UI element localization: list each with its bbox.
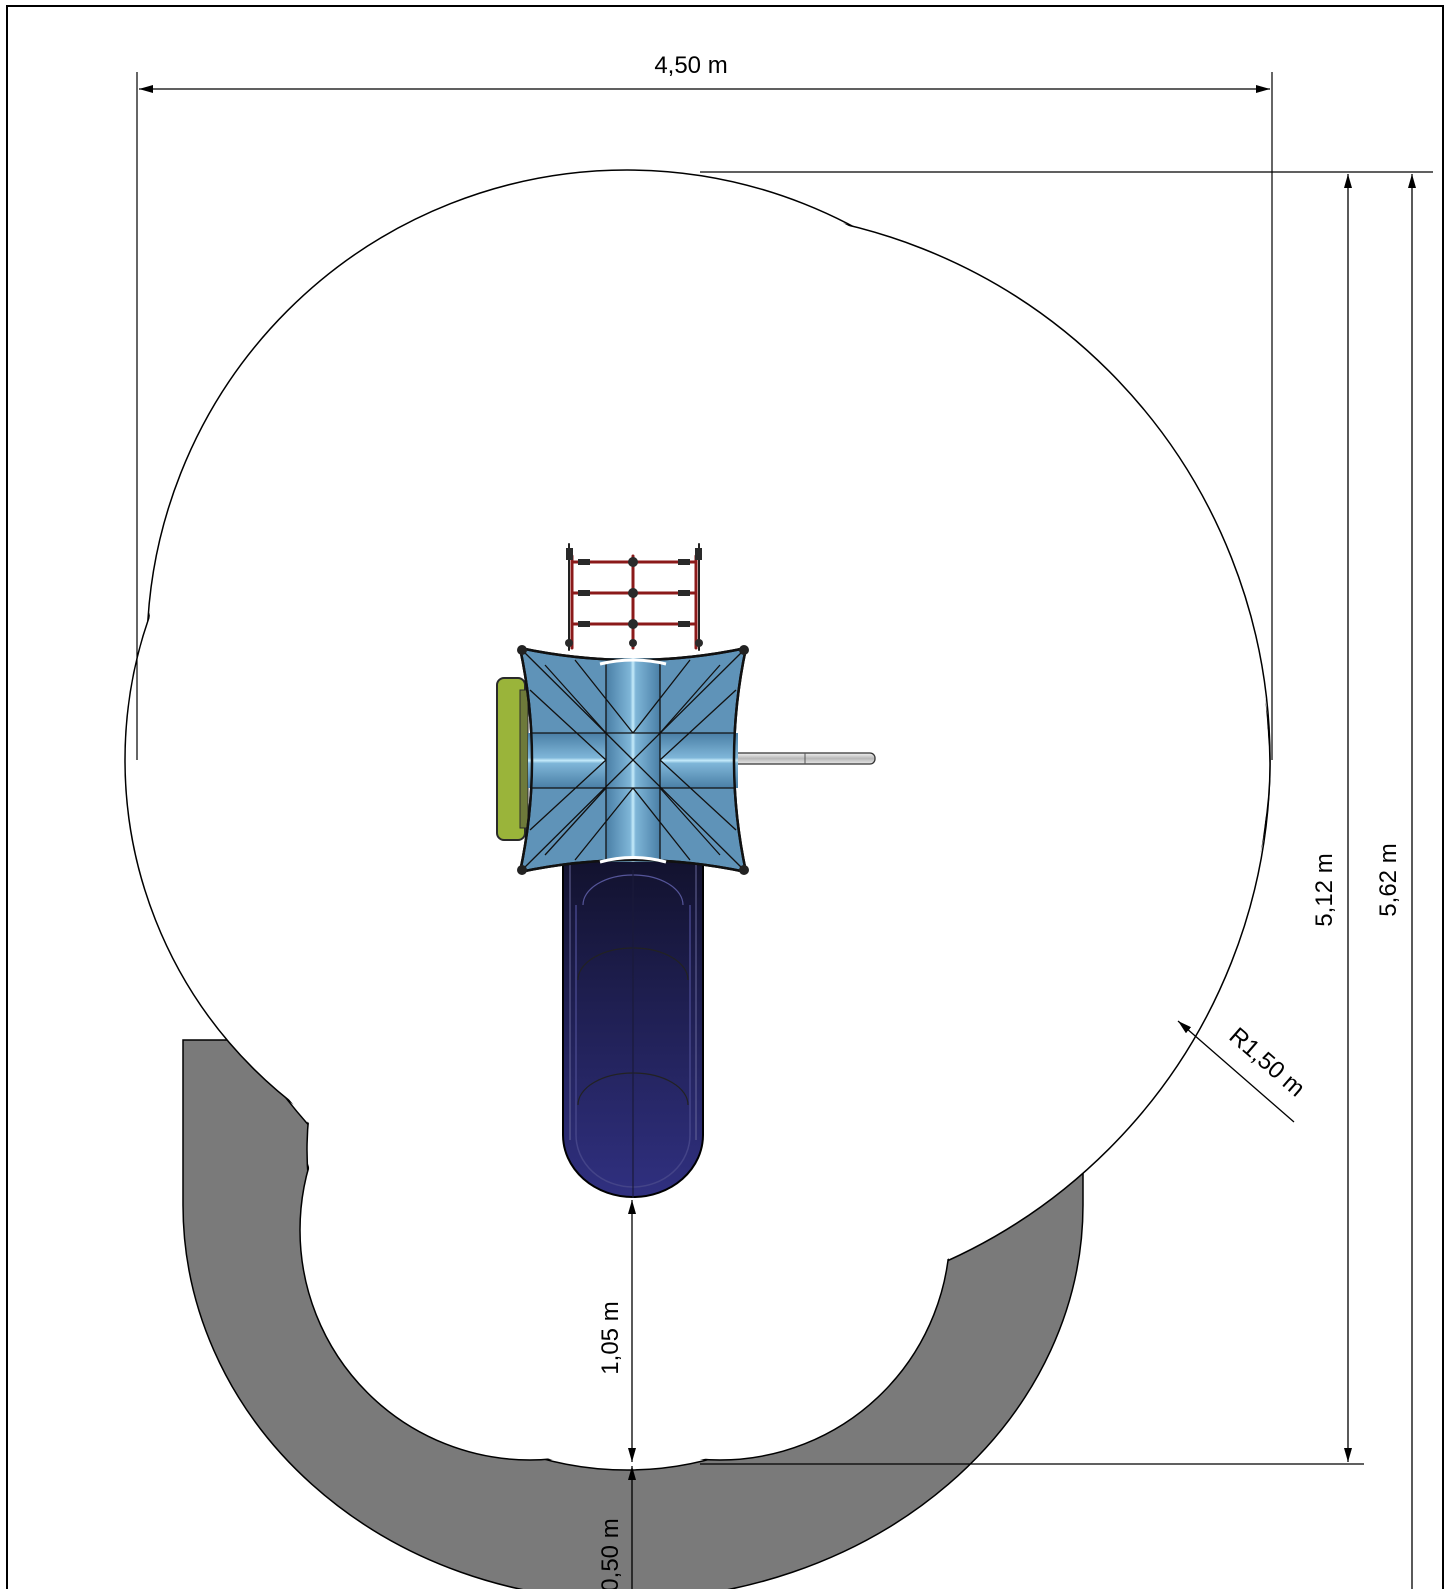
total-height-label: 5,62 m [1375,843,1402,916]
exit-clearance-label: 1,05 m [597,1301,624,1374]
radius-leader-line [1177,1020,1295,1123]
radius-label: R1,50 m [1224,1022,1310,1102]
runout-label: 0,50 m [597,1518,624,1589]
slide [562,859,704,1198]
width-label: 4,50 m [654,52,727,79]
side-panel [496,677,529,841]
climbing-net [565,543,703,651]
drawing-frame [6,5,1444,1594]
zone-height-label: 5,12 m [1311,853,1338,926]
roof-tower [517,645,749,875]
handrail-bar [732,752,876,765]
extension-lines [136,72,1433,1465]
